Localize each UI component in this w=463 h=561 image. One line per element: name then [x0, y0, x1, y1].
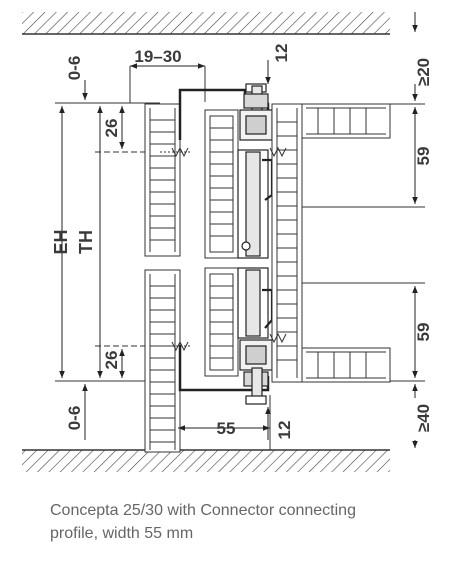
label-profile-width: 55: [217, 419, 236, 438]
label-ceiling-min: ≥20: [414, 58, 433, 86]
label-profile-bottom: 59: [414, 323, 433, 342]
label-gap-top: 0-6: [65, 56, 84, 81]
screws: [160, 146, 287, 352]
left-panel-bottom: [144, 269, 181, 453]
technical-drawing: 0-6 0-6 19–30 12 12 ≥20 ≥40 26 26 EH TH …: [22, 12, 433, 472]
caption-line-2: profile, width 55 mm: [50, 525, 194, 542]
door-panel-top: [204, 109, 239, 259]
door-panel-bottom: [204, 267, 239, 377]
bottom-roller: [239, 339, 273, 405]
label-clear-bottom: 12: [275, 421, 294, 440]
label-width-range: 19–30: [134, 47, 181, 66]
caption-line-1: Concepta 25/30 with Connector connecting: [50, 502, 356, 519]
label-clear-top: 12: [272, 44, 291, 63]
top-roller: [239, 83, 273, 141]
shelf-bottom: [301, 347, 391, 383]
label-th: TH: [76, 230, 96, 254]
label-offset-top: 26: [102, 119, 121, 138]
label-offset-bottom: 26: [102, 351, 121, 370]
connector-profile: [237, 149, 274, 339]
dimension-lines: [59, 12, 418, 448]
shelf-top: [301, 103, 391, 139]
right-panel: [271, 103, 303, 383]
left-panel-top: [144, 103, 181, 257]
ceiling: [22, 12, 390, 35]
label-gap-bottom: 0-6: [65, 406, 84, 431]
floor: [22, 449, 390, 472]
label-profile-top: 59: [414, 147, 433, 166]
label-eh: EH: [51, 229, 71, 254]
figure-caption: Concepta 25/30 with Connector connecting…: [50, 499, 450, 545]
label-floor-min: ≥40: [414, 404, 433, 432]
